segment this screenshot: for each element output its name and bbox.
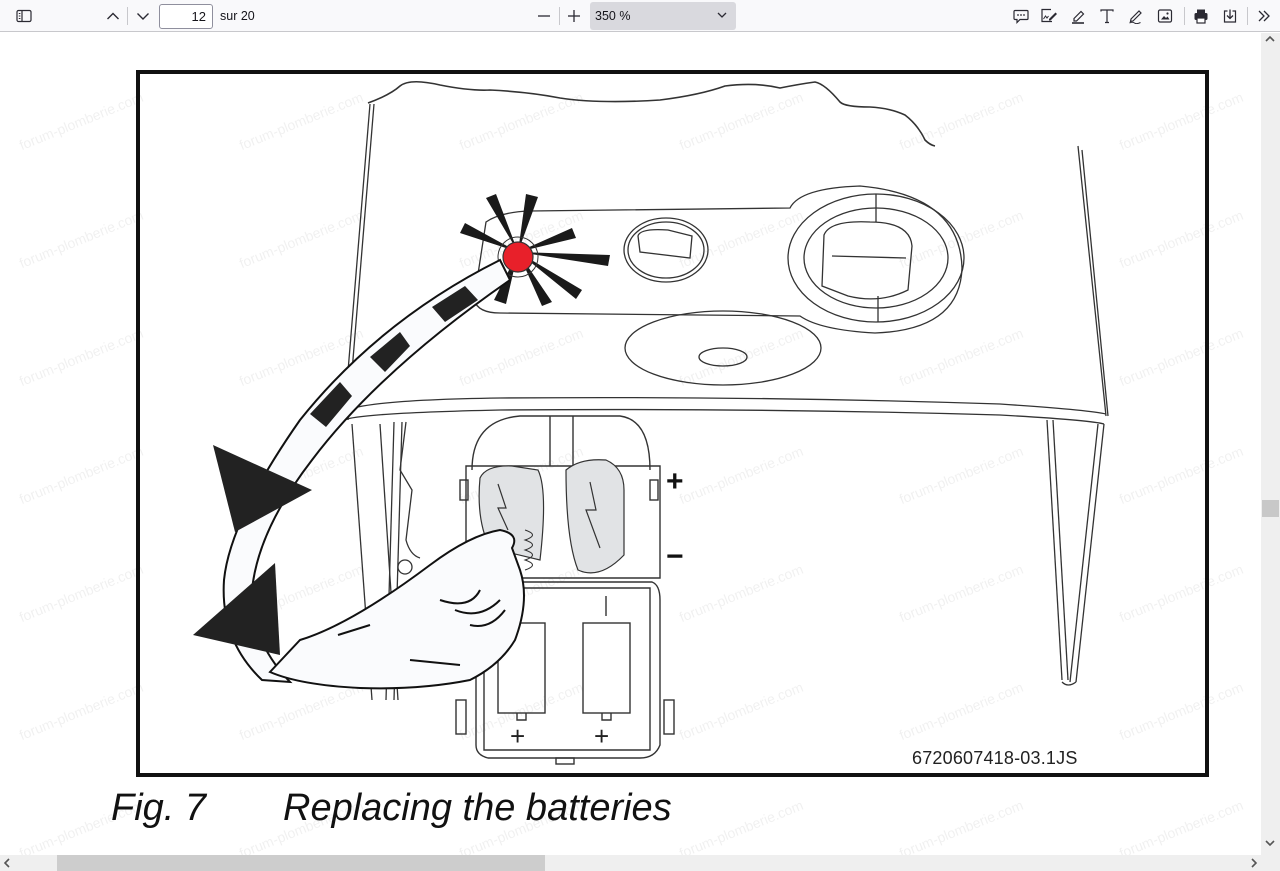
scroll-down-icon[interactable] bbox=[1265, 839, 1275, 847]
toolbar-separator bbox=[1184, 7, 1185, 25]
hand bbox=[268, 528, 525, 690]
plus-icon bbox=[568, 10, 580, 22]
arrow-head-lower bbox=[193, 563, 280, 655]
figure-title: Replacing the batteries bbox=[283, 787, 672, 829]
vertical-scroll-thumb[interactable] bbox=[1262, 500, 1279, 517]
vertical-scrollbar[interactable] bbox=[1261, 33, 1280, 855]
toolbar: sur 20 350 % bbox=[0, 0, 1280, 32]
slot-left-plus-label: + bbox=[510, 721, 525, 751]
zoom-in-button[interactable] bbox=[562, 4, 586, 28]
toolbar-separator bbox=[559, 7, 560, 25]
minus-icon bbox=[538, 15, 550, 17]
arrow-dash-segments bbox=[310, 286, 478, 427]
boiler-housing bbox=[367, 80, 936, 147]
zoom-select[interactable]: 350 % bbox=[590, 2, 736, 30]
figure-frame bbox=[136, 70, 1209, 777]
sidebar-toggle-button[interactable] bbox=[10, 4, 38, 28]
page-total-label: sur 20 bbox=[220, 9, 255, 23]
image-button[interactable] bbox=[1153, 4, 1177, 28]
figure-reference-code: 6720607418-03.1JS bbox=[912, 748, 1078, 768]
horizontal-scrollbar[interactable] bbox=[0, 855, 1280, 871]
scroll-up-icon[interactable] bbox=[1265, 35, 1275, 43]
battery-spring bbox=[523, 529, 533, 571]
download-icon bbox=[1223, 9, 1237, 23]
signature-icon bbox=[1041, 8, 1057, 23]
chevron-down-icon bbox=[717, 12, 727, 18]
scroll-left-icon[interactable] bbox=[3, 858, 11, 868]
print-icon bbox=[1194, 9, 1208, 24]
page-number-input[interactable] bbox=[159, 4, 213, 29]
figure-number: Fig. 7 bbox=[111, 787, 207, 829]
draw-button[interactable] bbox=[1124, 4, 1148, 28]
text-icon bbox=[1100, 9, 1114, 24]
signature-button[interactable] bbox=[1037, 4, 1061, 28]
save-button[interactable] bbox=[1218, 4, 1242, 28]
sidebar-icon bbox=[16, 9, 32, 23]
horizontal-scroll-thumb[interactable] bbox=[57, 855, 545, 871]
comment-icon bbox=[1013, 9, 1029, 24]
boiler-housing-lines bbox=[343, 103, 1109, 701]
zoom-value: 350 % bbox=[595, 9, 631, 23]
image-icon bbox=[1157, 9, 1173, 23]
figure-caption: Fig. 7 Replacing the batteries bbox=[111, 787, 672, 830]
polarity-minus-label: − bbox=[666, 540, 684, 573]
pen-icon bbox=[1129, 10, 1142, 24]
toolbar-separator bbox=[127, 7, 128, 25]
figure-illustration: + − + + bbox=[136, 70, 1209, 777]
highlight-button[interactable] bbox=[1066, 4, 1090, 28]
text-button[interactable] bbox=[1095, 4, 1119, 28]
polarity-plus-label: + bbox=[666, 465, 684, 498]
red-indicator-light bbox=[502, 241, 534, 273]
battery-right bbox=[565, 459, 625, 574]
next-page-button[interactable] bbox=[130, 4, 156, 28]
zoom-out-button[interactable] bbox=[532, 4, 556, 28]
scroll-right-icon[interactable] bbox=[1250, 858, 1258, 868]
slot-right-plus-label: + bbox=[594, 721, 609, 751]
chevron-down-icon bbox=[137, 13, 149, 20]
more-tools-button[interactable] bbox=[1252, 4, 1276, 28]
comment-button[interactable] bbox=[1009, 4, 1033, 28]
print-button[interactable] bbox=[1189, 4, 1213, 28]
double-chevron-right-icon bbox=[1258, 10, 1270, 22]
toolbar-separator bbox=[1247, 7, 1248, 25]
arrow-head-upper bbox=[213, 445, 312, 532]
previous-page-button[interactable] bbox=[100, 4, 126, 28]
chevron-up-icon bbox=[107, 12, 119, 20]
highlighter-icon bbox=[1072, 10, 1085, 24]
